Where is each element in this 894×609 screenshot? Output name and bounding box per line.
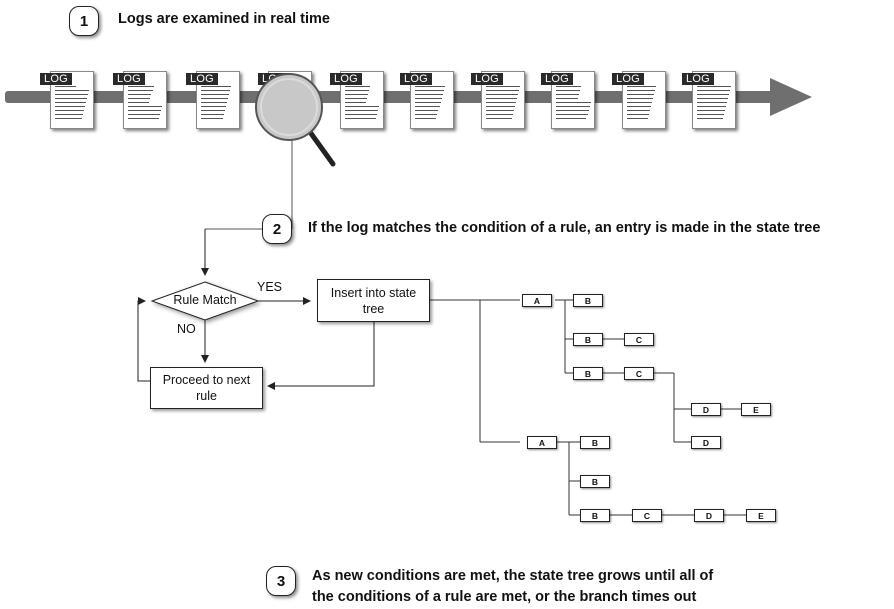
insert-into-state-tree-box: Insert into state tree <box>317 279 430 322</box>
tree-node-a: A <box>527 436 557 449</box>
insert-box-line-2: tree <box>363 301 385 317</box>
step-2-caption: If the log matches the condition of a ru… <box>308 218 820 239</box>
proceed-to-next-rule-box: Proceed to next rule <box>150 367 263 409</box>
tree-node-b: B <box>573 367 603 380</box>
rule-match-label: Rule Match <box>160 293 250 307</box>
step-3-line-1: As new conditions are met, the state tre… <box>312 566 713 587</box>
tree-node-b: B <box>573 294 603 307</box>
tree-node-d: D <box>691 436 721 449</box>
tree-node-e: E <box>741 403 771 416</box>
step-3-badge: 3 <box>266 566 296 596</box>
tree-node-b: B <box>580 436 610 449</box>
step-2-badge: 2 <box>262 214 292 244</box>
yes-label: YES <box>257 280 282 294</box>
step-3-line-2: the conditions of a rule are met, or the… <box>312 587 713 608</box>
proceed-box-line-2: rule <box>196 388 217 404</box>
magnifier-icon <box>256 74 333 164</box>
tree-node-d: D <box>694 509 724 522</box>
tree-node-a: A <box>522 294 552 307</box>
tree-node-b: B <box>573 333 603 346</box>
tree-node-b: B <box>580 509 610 522</box>
tree-node-b: B <box>580 475 610 488</box>
tree-node-c: C <box>632 509 662 522</box>
tree-node-e: E <box>746 509 776 522</box>
insert-box-line-1: Insert into state <box>331 285 416 301</box>
tree-node-c: C <box>624 367 654 380</box>
no-label: NO <box>177 322 196 336</box>
proceed-box-line-1: Proceed to next <box>163 372 251 388</box>
tree-node-c: C <box>624 333 654 346</box>
step-3-caption: As new conditions are met, the state tre… <box>312 566 713 608</box>
tree-node-d: D <box>691 403 721 416</box>
